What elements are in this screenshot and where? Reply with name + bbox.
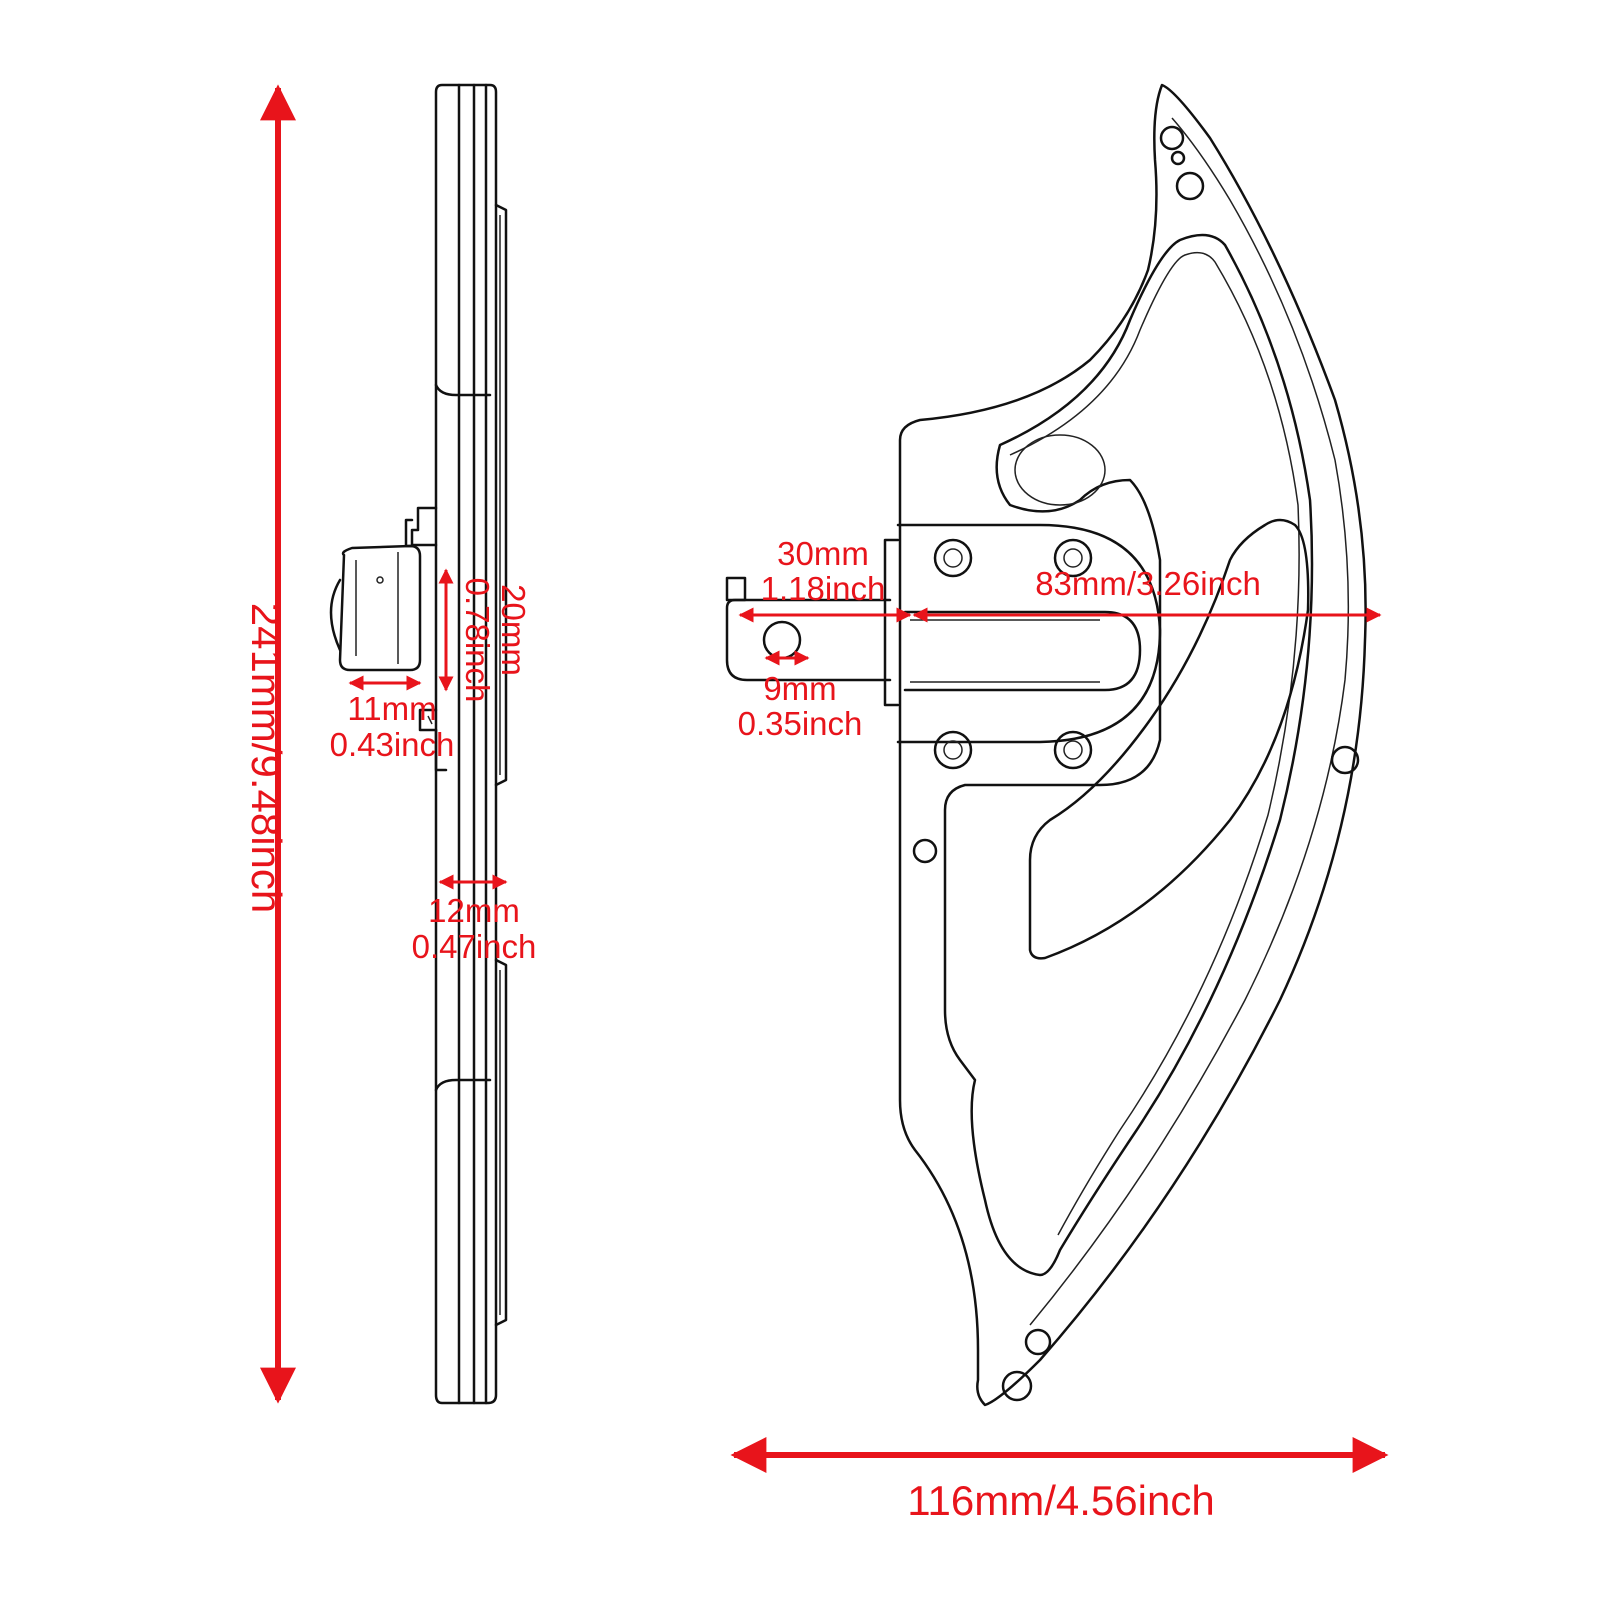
thickness-in-label: 0.47inch — [412, 928, 537, 965]
bracket-depth-mm-label: 20mm — [495, 584, 532, 676]
front-view — [725, 83, 1367, 1407]
hole-dia-mm-label: 9mm — [763, 670, 836, 707]
dimension-lines — [260, 84, 1389, 1473]
knob-width-mm-label: 11mm — [347, 690, 436, 727]
mount-length-in-label: 1.18inch — [761, 570, 886, 607]
total-height-label: 241mm/9.48inch — [243, 603, 290, 914]
mount-length-mm-label: 30mm — [777, 535, 869, 572]
thickness-mm-label: 12mm — [428, 892, 520, 929]
bracket-depth-in-label: 0.78inch — [459, 578, 496, 703]
mount-holes — [912, 125, 1360, 1402]
hole-dia-in-label: 0.35inch — [738, 705, 863, 742]
knob-width-in-label: 0.43inch — [330, 726, 455, 763]
plate-width-label: 83mm/3.26inch — [1035, 565, 1261, 602]
side-view — [329, 83, 508, 1405]
screw-set — [933, 538, 1093, 770]
total-width-label: 116mm/4.56inch — [907, 1477, 1214, 1524]
